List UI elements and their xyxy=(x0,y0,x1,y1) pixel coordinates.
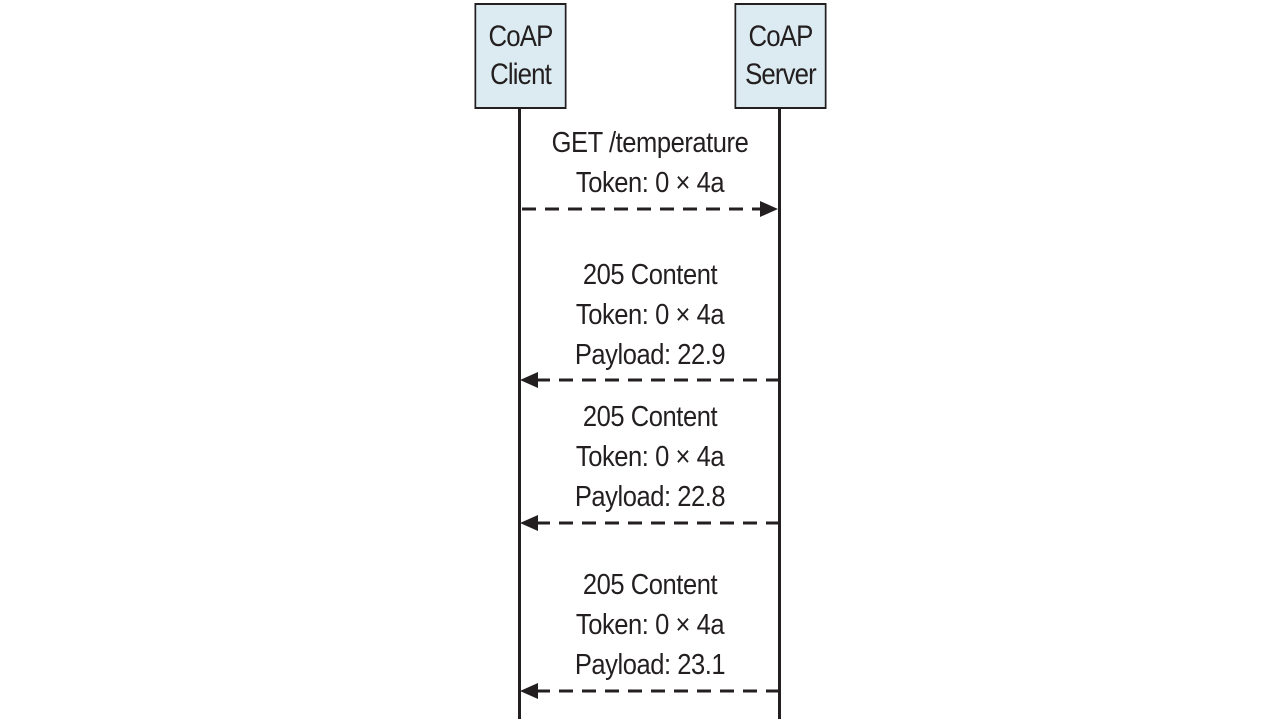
message-line: Token: 0 × 4a xyxy=(575,299,725,331)
message-line: Payload: 22.8 xyxy=(574,481,726,513)
server-lifeline xyxy=(778,109,781,719)
arrow-response-1-to-client xyxy=(520,370,778,390)
message-line: 205 Content xyxy=(582,569,718,601)
participant-coap-server: CoAP Server xyxy=(734,3,827,109)
message-line: 205 Content xyxy=(582,401,718,433)
message-response-3-label: 205 Content Token: 0 × 4a Payload: 23.1 xyxy=(520,565,780,685)
arrow-response-3-to-client xyxy=(520,681,778,701)
participant-client-name-line2: Client xyxy=(490,58,552,91)
message-get-request-label: GET /temperature Token: 0 × 4a xyxy=(520,123,780,203)
message-line: Payload: 23.1 xyxy=(574,649,726,681)
message-line: 205 Content xyxy=(582,259,718,291)
message-response-2-label: 205 Content Token: 0 × 4a Payload: 22.8 xyxy=(520,397,780,517)
participant-server-name-line2: Server xyxy=(745,58,817,91)
arrow-request-to-server xyxy=(520,199,778,219)
participant-coap-client: CoAP Client xyxy=(474,3,567,109)
message-line: Token: 0 × 4a xyxy=(575,609,725,641)
message-line: Token: 0 × 4a xyxy=(575,167,725,199)
client-lifeline xyxy=(518,109,521,719)
arrow-response-2-to-client xyxy=(520,513,778,533)
participant-client-name-line1: CoAP xyxy=(488,20,554,53)
message-line: Payload: 22.9 xyxy=(574,339,726,371)
message-line: Token: 0 × 4a xyxy=(575,441,725,473)
message-line: GET /temperature xyxy=(551,127,749,159)
participant-server-name-line1: CoAP xyxy=(748,20,814,53)
message-response-1-label: 205 Content Token: 0 × 4a Payload: 22.9 xyxy=(520,255,780,375)
